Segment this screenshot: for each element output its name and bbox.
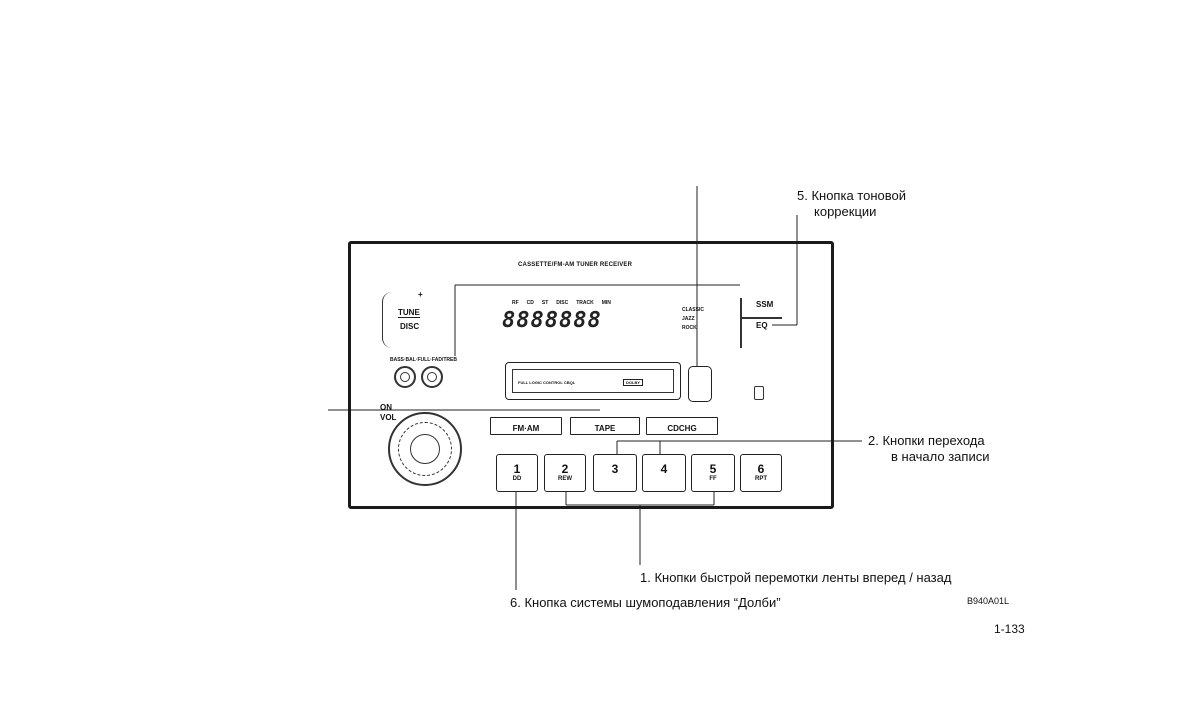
preset-button-2[interactable]: 2 REW: [544, 454, 586, 492]
tape-eject-button[interactable]: [688, 366, 712, 402]
disc-label: DISC: [400, 322, 420, 331]
volume-knob-center: [410, 434, 440, 464]
eq-mode-rock: ROCK: [682, 325, 697, 331]
preset-2-number: 2: [561, 462, 569, 476]
volume-knob[interactable]: [388, 412, 462, 486]
cd-changer-label: CDCHG: [667, 424, 697, 433]
tune-label: TUNE: [398, 308, 420, 318]
tape-label: TAPE: [594, 424, 616, 433]
preset-6-sub: RPT: [755, 476, 767, 482]
eq-mode-jazz: JAZZ: [682, 316, 695, 322]
tape-door: [505, 362, 681, 400]
figure-code: B940A01L: [967, 596, 1010, 606]
ssm-eq-separator: [742, 317, 782, 319]
dolby-switch-icon[interactable]: [754, 386, 764, 400]
eq-button-label[interactable]: EQ: [756, 321, 768, 330]
preset-5-number: 5: [709, 462, 717, 476]
preset-5-sub: FF: [709, 476, 717, 482]
fm-am-button[interactable]: FM·AM: [490, 417, 562, 435]
callout-5-line1: 5. Кнопка тоновой: [797, 188, 906, 203]
callout-2-line2: в начало записи: [891, 449, 990, 464]
preset-1-sub: DD: [512, 476, 522, 482]
tape-button[interactable]: TAPE: [570, 417, 640, 435]
display-indicator-row: RF CD ST DISC TRACK MIN: [512, 300, 680, 306]
bass-knob[interactable]: [394, 366, 416, 388]
indicator-cd: CD: [526, 300, 534, 306]
eq-mode-classic: CLASSIC: [682, 307, 704, 313]
preset-6-number: 6: [757, 462, 765, 476]
tape-door-text: FULL LOGIC CONTROL CBQL: [518, 380, 576, 385]
ssm-eq-divider: [740, 298, 742, 348]
tape-slot: [512, 369, 674, 393]
preset-button-1[interactable]: 1 DD: [496, 454, 538, 492]
indicator-track: TRACK: [576, 300, 594, 306]
treble-knob-inner: [427, 372, 437, 382]
callout-6: 6. Кнопка системы шумоподавления “Долби”: [510, 595, 781, 610]
bass-knob-inner: [400, 372, 410, 382]
vol-label: VOL: [380, 413, 397, 422]
preset-button-4[interactable]: 4: [642, 454, 686, 492]
preset-1-number: 1: [513, 462, 521, 476]
indicator-min: MIN: [601, 300, 611, 306]
callout-5: 5. Кнопка тоновой коррекции: [797, 188, 906, 220]
callout-5-line2: коррекции: [814, 204, 877, 219]
fm-am-label: FM·AM: [512, 424, 540, 433]
tune-plus-label: +: [418, 290, 423, 299]
dolby-badge: DOLBY: [623, 379, 643, 386]
cd-changer-button[interactable]: CDCHG: [646, 417, 718, 435]
preset-4-number: 4: [660, 462, 668, 476]
preset-button-6[interactable]: 6 RPT: [740, 454, 782, 492]
tune-disc-rocker[interactable]: [382, 292, 443, 348]
eq-mode-list: CLASSIC JAZZ ROCK: [682, 306, 704, 333]
callout-2-line1: 2. Кнопки перехода: [868, 433, 985, 448]
preset-3-number: 3: [611, 462, 619, 476]
unit-header: CASSETTE/FM-AM TUNER RECEIVER: [518, 262, 633, 268]
preset-2-sub: REW: [558, 476, 572, 482]
indicator-st: ST: [541, 300, 549, 306]
preset-button-3[interactable]: 3: [593, 454, 637, 492]
radio-head-unit: [348, 241, 834, 509]
indicator-rf: RF: [512, 300, 519, 306]
volume-knob-ring: [398, 422, 452, 476]
bass-treble-label: BASS·BAL·FULL·FAD/TREB: [390, 357, 457, 363]
page-number: 1-133: [994, 622, 1025, 636]
treble-knob[interactable]: [421, 366, 443, 388]
display-digits: 8888888: [502, 308, 602, 333]
indicator-disc: DISC: [556, 300, 569, 306]
callout-2: 2. Кнопки перехода в начало записи: [868, 433, 989, 465]
display-panel: RF CD ST DISC TRACK MIN 8888888: [500, 300, 680, 344]
preset-button-5[interactable]: 5 FF: [691, 454, 735, 492]
ssm-label: SSM: [756, 300, 774, 309]
on-label: ON: [380, 403, 392, 412]
callout-1: 1. Кнопки быстрой перемотки ленты вперед…: [640, 570, 952, 585]
